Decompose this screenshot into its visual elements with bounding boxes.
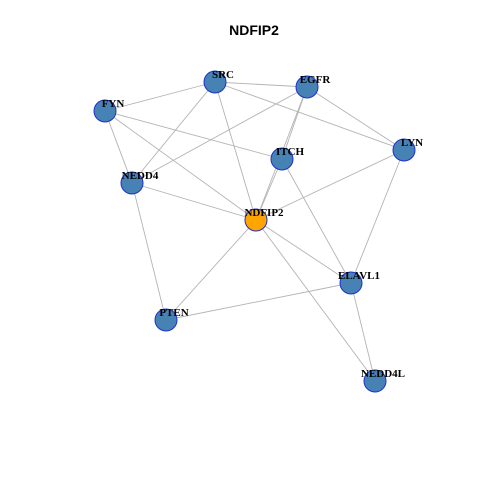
node-label-lyn: LYN [401, 137, 423, 149]
node-label-src: SRC [212, 69, 234, 81]
node-label-elavl1: ELAVL1 [338, 270, 380, 282]
edge-fyn-ndfip2 [104, 110, 257, 221]
edge-elavl1-nedd4l [350, 282, 376, 382]
edge-ndfip2-nedd4l [255, 219, 376, 382]
node-label-nedd4l: NEDD4L [361, 368, 405, 380]
node-label-itch: ITCH [276, 146, 305, 158]
edge-nedd4-pten [131, 182, 167, 321]
nodes-layer [93, 70, 416, 393]
node-pten [154, 308, 178, 332]
edge-egfr-nedd4 [131, 86, 308, 184]
graph-title: NDFIP2 [229, 22, 279, 38]
edge-ndfip2-elavl1 [255, 219, 352, 284]
node-label-fyn: FYN [102, 98, 125, 110]
edge-nedd4-ndfip2 [131, 182, 257, 221]
edge-src-lyn [214, 81, 405, 151]
node-nedd4 [120, 171, 144, 195]
edge-fyn-src [104, 81, 216, 112]
node-lyn [392, 138, 416, 162]
edge-lyn-ndfip2 [255, 149, 405, 221]
node-label-pten: PTEN [159, 307, 188, 319]
edge-elavl1-pten [165, 282, 352, 321]
edge-fyn-itch [104, 110, 283, 160]
edge-fyn-nedd4 [104, 110, 133, 184]
node-ndfip2 [244, 208, 268, 232]
node-label-egfr: EGFR [300, 74, 332, 86]
edge-ndfip2-pten [165, 219, 257, 321]
node-nedd4l [363, 369, 387, 393]
edge-egfr-lyn [306, 86, 405, 151]
node-src [203, 70, 227, 94]
node-egfr [295, 75, 319, 99]
node-label-ndfip2: NDFIP2 [244, 207, 284, 219]
edge-src-egfr [214, 81, 308, 88]
edge-src-nedd4 [131, 81, 216, 184]
edge-lyn-elavl1 [350, 149, 405, 284]
node-fyn [93, 99, 117, 123]
node-itch [270, 147, 294, 171]
node-elavl1 [339, 271, 363, 295]
edge-itch-elavl1 [281, 158, 352, 284]
edges-layer [104, 81, 405, 382]
edge-src-ndfip2 [214, 81, 257, 221]
node-label-nedd4: NEDD4 [122, 170, 159, 182]
